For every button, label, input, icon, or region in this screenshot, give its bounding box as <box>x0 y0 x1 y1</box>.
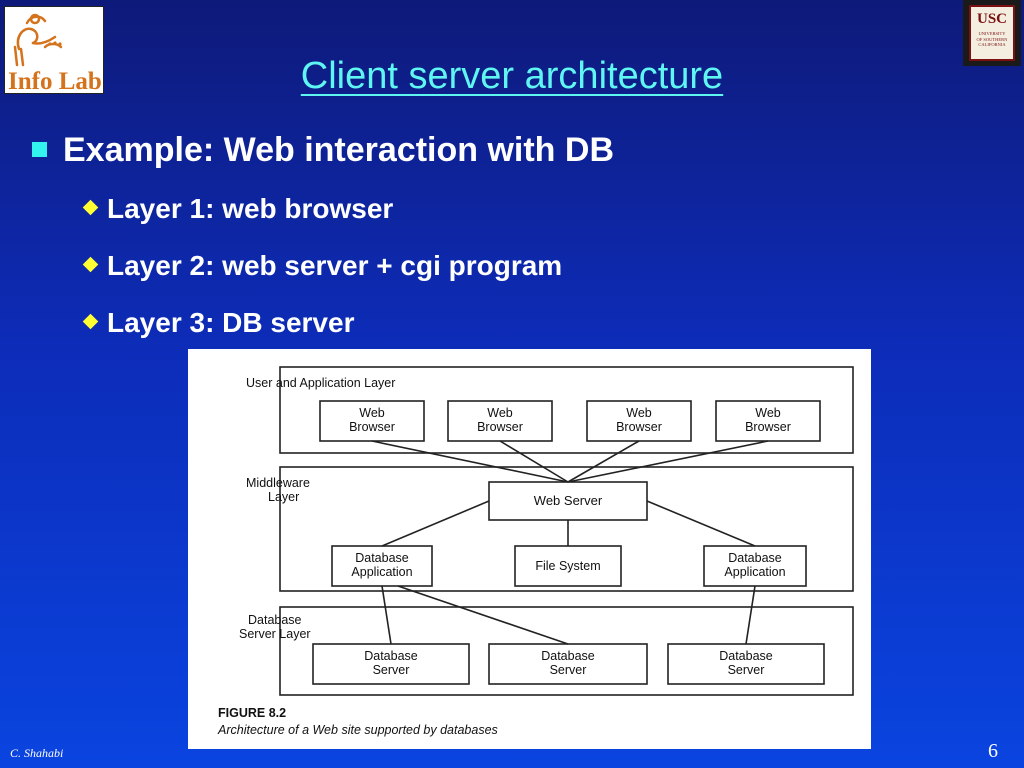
architecture-diagram: User and Application Layer Middleware La… <box>217 366 854 737</box>
file-system-label: File System <box>535 559 600 573</box>
connector-line <box>567 440 640 483</box>
layer-label-db-line2: Server Layer <box>239 627 311 641</box>
layer-label-db-line1: Database <box>248 613 302 627</box>
diamond-bullet-icon <box>82 199 99 216</box>
connector-line <box>397 585 569 645</box>
page-number: 6 <box>988 740 998 762</box>
layer-label-middleware: Middleware Layer <box>246 476 313 504</box>
sub-bullet-3: Layer 3: DB server <box>82 307 354 339</box>
layer-label-middleware-line1: Middleware <box>246 476 310 490</box>
architecture-figure: User and Application Layer Middleware La… <box>188 349 871 749</box>
slide-title: Client server architecture <box>300 55 724 97</box>
middleware-layer-box <box>279 466 854 592</box>
sub-bullet-1: Layer 1: web browser <box>82 193 393 225</box>
figure-caption-text: Architecture of a Web site supported by … <box>217 723 498 737</box>
connector-line <box>381 500 490 547</box>
db-layer-box <box>279 606 854 696</box>
web-server-label: Web Server <box>534 493 603 508</box>
figure-caption-label: FIGURE 8.2 <box>218 706 286 720</box>
usc-logo-letters: USC <box>976 11 1007 27</box>
square-bullet-icon <box>32 141 47 157</box>
connector-line <box>567 440 769 483</box>
infolab-logo-graphic: Info Lab <box>8 13 102 95</box>
connector-line <box>381 585 392 645</box>
author-footer: C. Shahabi <box>10 746 64 760</box>
svg-text:Info Lab: Info Lab <box>8 68 102 93</box>
connector-line <box>745 585 756 645</box>
sub-bullet-2: Layer 2: web server + cgi program <box>82 250 562 282</box>
main-bullet: Example: Web interaction with DB <box>32 131 614 170</box>
connector-line <box>371 440 569 483</box>
layer-label-db: Database Server Layer <box>239 613 311 641</box>
sub-bullet-text: Layer 3: DB server <box>107 307 355 338</box>
sub-bullet-text: Layer 1: web browser <box>107 193 394 224</box>
main-bullet-text: Example: Web interaction with DB <box>63 131 615 169</box>
connector-line <box>646 500 756 547</box>
infolab-logo: Info Lab <box>4 6 104 95</box>
sub-bullet-text: Layer 2: web server + cgi program <box>107 250 563 281</box>
layer-label-user: User and Application Layer <box>246 376 395 390</box>
user-layer-box <box>279 366 854 454</box>
layer-label-middleware-line2: Layer <box>268 490 299 504</box>
diamond-bullet-icon <box>82 256 99 273</box>
connector-line <box>499 440 569 483</box>
diamond-bullet-icon <box>82 313 99 330</box>
